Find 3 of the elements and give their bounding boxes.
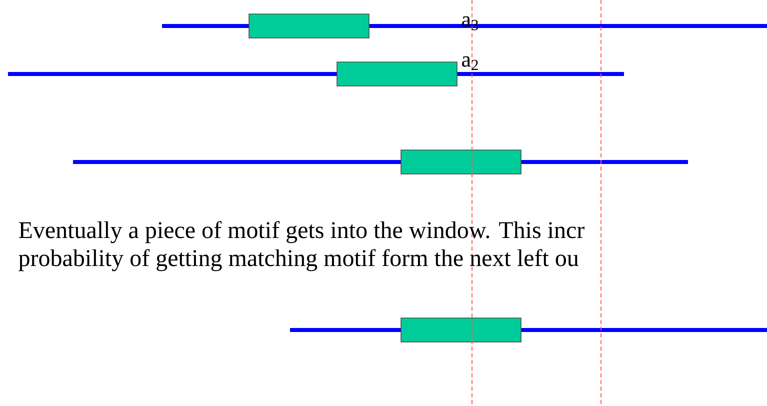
text-line: Eventually a piece of motif gets into the window. This incr (18, 221, 584, 244)
sequence-label: a$_{2}$ (462, 56, 478, 70)
text-line: probability of getting matching motif form the next left ou (18, 249, 578, 272)
